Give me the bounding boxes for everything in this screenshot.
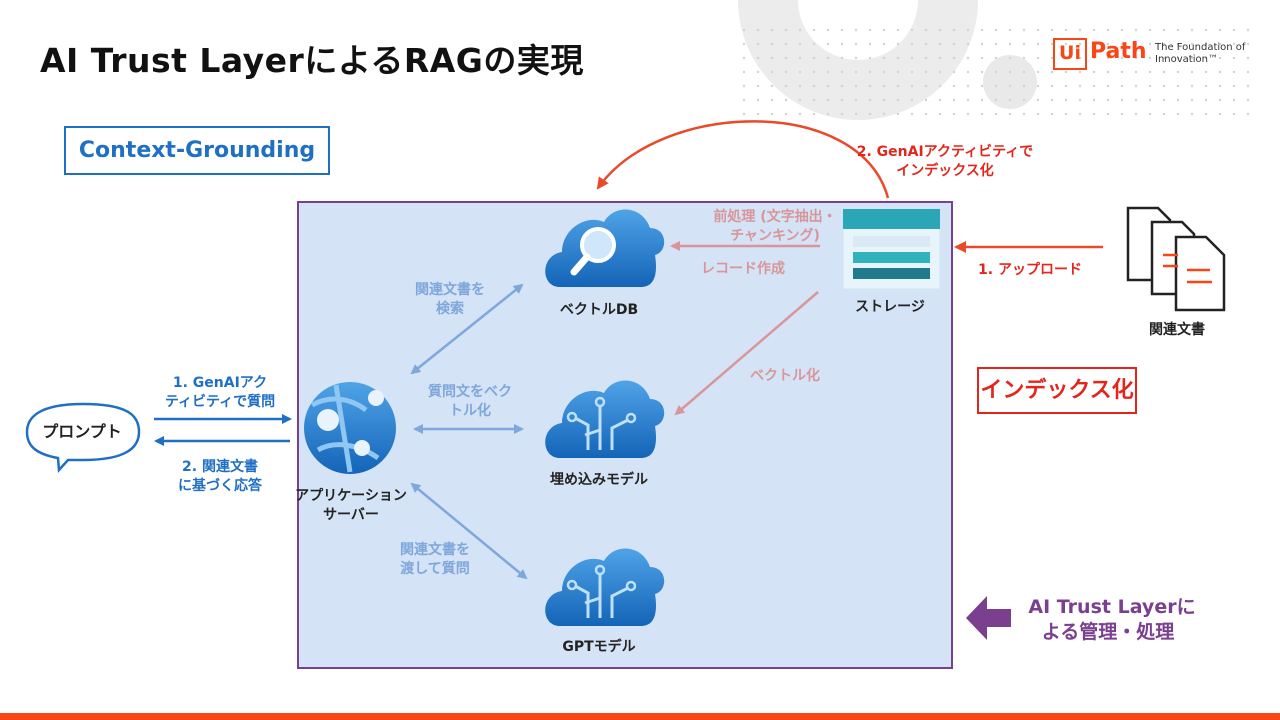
footer-accent-bar: [0, 713, 1280, 720]
documents-label: 関連文書: [1149, 322, 1205, 338]
gpt-model-label: GPTモデル: [562, 639, 636, 655]
logo-tagline: The Foundation of Innovation™: [1155, 42, 1246, 65]
arrow-vectorize: [674, 291, 819, 416]
vector-db-label: ベクトルDB: [559, 302, 639, 318]
trust-layer-arrow: [966, 596, 1011, 640]
gpt-model-icon: [545, 548, 665, 626]
record-create-label: レコード作成: [701, 261, 785, 277]
genai-index-label-2: インデックス化: [896, 163, 994, 179]
trust-layer-label-1: AI Trust Layerに: [1028, 596, 1196, 618]
pass-docs-label-1: 関連文書を: [400, 542, 470, 558]
vectorize-query-label-1: 質問文をベク: [428, 384, 512, 400]
arrow-search: [410, 283, 524, 375]
preprocess-label-1: 前処理 (文字抽出・: [713, 209, 837, 225]
vectorize-query-label-2: トル化: [449, 403, 491, 419]
query-label-1: 1. GenAIアク: [172, 375, 268, 391]
storage-label: ストレージ: [855, 299, 925, 315]
trust-layer-label-2: よる管理・処理: [1041, 621, 1175, 643]
embedding-model-icon: [545, 380, 665, 458]
embedding-model-label: 埋め込みモデル: [550, 472, 648, 488]
indexing-label: インデックス化: [977, 367, 1137, 414]
upload-label: 1. アップロード: [978, 262, 1082, 278]
app-server-icon: [304, 382, 396, 474]
vector-db-icon: [545, 209, 665, 287]
prompt-label: プロンプト: [42, 422, 122, 441]
search-label-1: 関連文書を: [415, 282, 485, 298]
query-label-2: ティビティで質問: [164, 394, 276, 410]
response-label-1: 2. 関連文書: [182, 459, 258, 475]
pass-docs-label-2: 渡して質問: [400, 561, 470, 577]
vectorize-label: ベクトル化: [750, 368, 820, 384]
app-server-label-2: サーバー: [323, 507, 379, 523]
prompt-bubble: [25, 402, 141, 473]
uipath-logo: Ui Path The Foundation of Innovation™: [1053, 38, 1245, 72]
app-server-label-1: アプリケーション: [295, 488, 407, 504]
documents-icon: [1126, 206, 1226, 312]
logo-name: Path: [1090, 39, 1147, 64]
logo-mark: Ui: [1053, 38, 1087, 70]
search-label-2: 検索: [436, 301, 464, 317]
genai-index-label-1: 2. GenAIアクティビティで: [856, 144, 1034, 160]
page-title: AI Trust LayerによるRAGの実現: [40, 41, 584, 80]
arrow-genai-index: [596, 120, 890, 199]
response-label-2: に基づく応答: [178, 478, 262, 494]
arrow-pass-docs: [410, 482, 528, 580]
context-grounding-label: Context-Grounding: [64, 126, 330, 175]
storage-icon: [842, 208, 941, 290]
preprocess-label-2: チャンキング): [730, 228, 820, 244]
